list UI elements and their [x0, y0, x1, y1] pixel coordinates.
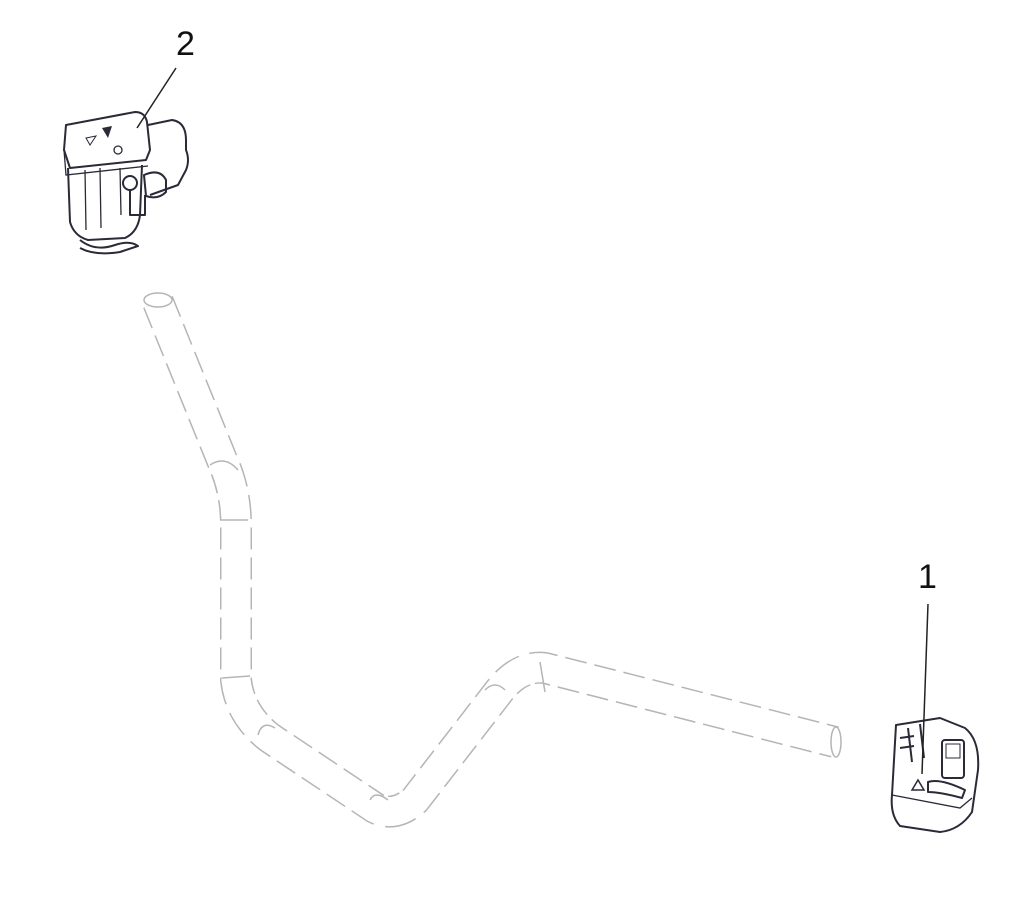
leader-line-2 [136, 67, 177, 129]
callout-1: 1 [918, 558, 937, 596]
handlebar-phantom [143, 292, 842, 828]
callout-2: 2 [176, 25, 195, 63]
master-cylinder-part[interactable] [63, 111, 189, 255]
switch-housing-part[interactable] [890, 717, 980, 833]
leader-line-1 [921, 603, 929, 775]
